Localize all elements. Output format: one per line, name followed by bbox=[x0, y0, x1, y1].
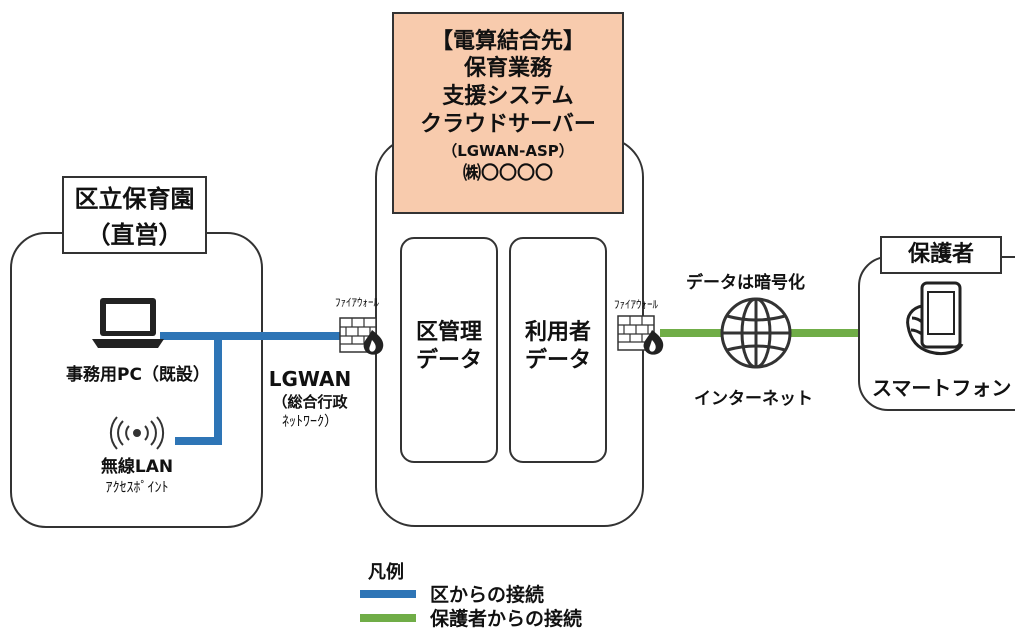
cloud-header-line4: クラウドサーバー bbox=[420, 112, 596, 137]
internet-label: インターネット bbox=[694, 389, 813, 409]
firewall-label-left: ﾌｧｲｱｳｫｰﾙ bbox=[335, 296, 379, 309]
cloud-header-line1: 【電算結合先】 bbox=[430, 29, 585, 54]
cloud-header-line2: 保育業務 bbox=[463, 56, 552, 81]
wifi-icon bbox=[109, 416, 165, 450]
smartphone-icon bbox=[906, 281, 964, 356]
guardian-title-box: 保護者 bbox=[880, 236, 1002, 274]
pc-label: 事務用PC（既設） bbox=[66, 365, 210, 385]
legend-item-guardian: 保護者からの接続 bbox=[430, 608, 583, 630]
firewall-icon bbox=[339, 317, 384, 355]
nursery-title-box: 区立保育園 （直営） bbox=[62, 176, 207, 254]
smartphone-label: スマートフォン bbox=[872, 376, 1012, 400]
guardian-title: 保護者 bbox=[907, 242, 974, 267]
globe-icon bbox=[720, 297, 792, 369]
ap-label-line1: 無線LAN bbox=[100, 457, 174, 477]
lgwan-label: LGWAN （総合行政 ﾈｯﾄﾜｰｸ） bbox=[260, 366, 360, 432]
lgwan-sub-line2: ﾈｯﾄﾜｰｸ） bbox=[282, 414, 338, 430]
ap-label-line2: ｱｸｾｽﾎﾟｲﾝﾄ bbox=[105, 480, 169, 496]
laptop-icon bbox=[92, 298, 164, 348]
panel-ward-data: 区管理 データ bbox=[400, 237, 498, 463]
legend-swatch-blue bbox=[360, 590, 416, 598]
panel-user-line2: データ bbox=[524, 348, 591, 373]
panel-ward-line1: 区管理 bbox=[415, 320, 482, 345]
cloud-header-line6: ㈱〇〇〇〇 bbox=[463, 163, 553, 184]
legend-title: 凡例 bbox=[368, 562, 404, 583]
lgwan-connection-line bbox=[160, 332, 345, 445]
firewall-icon bbox=[617, 315, 664, 355]
panel-ward-line2: データ bbox=[415, 348, 482, 373]
cloud-header: 【電算結合先】 保育業務 支援システム クラウドサーバー （LGWAN-ASP）… bbox=[392, 12, 624, 214]
panel-user-line1: 利用者 bbox=[524, 320, 591, 345]
ap-label: 無線LAN ｱｸｾｽﾎﾟｲﾝﾄ bbox=[92, 452, 182, 497]
lgwan-sub-line1: （総合行政 bbox=[272, 393, 348, 411]
encryption-label: データは暗号化 bbox=[686, 273, 805, 293]
legend-swatch-green bbox=[360, 614, 416, 622]
cloud-header-line5: （LGWAN-ASP） bbox=[442, 142, 574, 160]
nursery-title-line2: （直営） bbox=[86, 221, 183, 249]
cloud-header-line3: 支援システム bbox=[442, 84, 574, 109]
nursery-title-line1: 区立保育園 bbox=[74, 185, 195, 213]
legend-item-ward: 区からの接続 bbox=[430, 584, 545, 606]
firewall-label-right: ﾌｧｲｱｳｫｰﾙ bbox=[614, 298, 658, 311]
panel-user-data: 利用者 データ bbox=[509, 237, 607, 463]
lgwan-title: LGWAN bbox=[268, 367, 352, 391]
